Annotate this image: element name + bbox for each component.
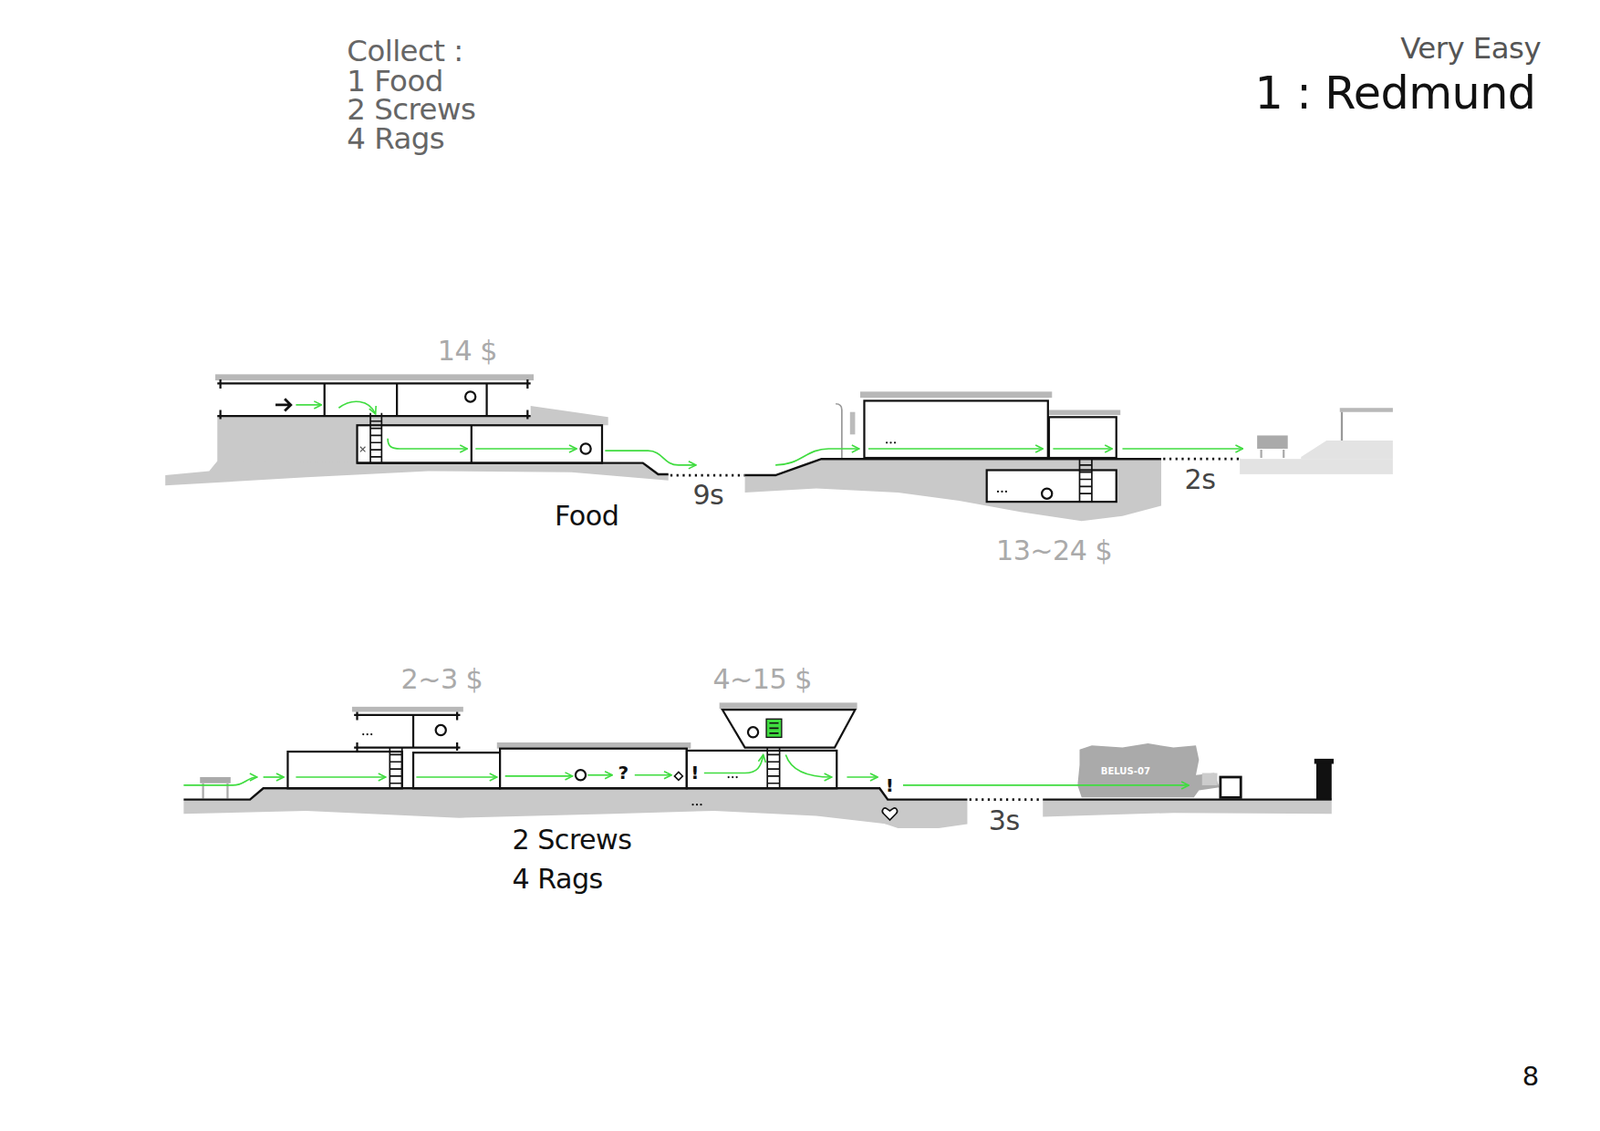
bench <box>199 777 231 799</box>
difficulty: Very Easy <box>1400 32 1541 63</box>
page-number: 8 <box>1522 1062 1540 1090</box>
ladder <box>389 748 780 790</box>
collect-heading: Collect : <box>346 36 463 66</box>
ground <box>165 405 1393 521</box>
ground-line <box>357 458 1162 476</box>
timer: 3s <box>988 806 1020 834</box>
alert-mark: ! <box>690 763 699 782</box>
money-range: 4~15 $ <box>712 664 811 692</box>
gap-line <box>969 798 1044 801</box>
alert-mark: ! <box>885 776 894 795</box>
money-range: 13~24 $ <box>996 536 1112 564</box>
building <box>217 379 1117 502</box>
player-arrow <box>275 398 291 411</box>
gap-line <box>670 458 1240 476</box>
route-arrow <box>183 754 1189 786</box>
building <box>287 709 855 789</box>
ellipsis-dots <box>362 733 738 806</box>
cross-mark <box>360 446 366 453</box>
ladder <box>370 413 1092 502</box>
money-range: 2~3 $ <box>400 664 483 692</box>
terminal-icon <box>766 718 782 738</box>
zone-label: 4 Rags <box>512 864 603 893</box>
bench-sign <box>1257 412 1342 458</box>
collect-item: 2 Screws <box>346 93 476 124</box>
roof-strip <box>215 374 1393 416</box>
roof-strip <box>352 702 858 749</box>
lamp-post <box>835 404 855 458</box>
event-mark: ? <box>618 763 630 782</box>
train <box>1077 743 1219 798</box>
collect-item: 4 Rags <box>346 124 445 154</box>
route-arrow <box>295 401 1243 466</box>
money-range: 14 $ <box>437 335 498 364</box>
timer: 9s <box>692 480 724 509</box>
exit-box <box>1220 758 1334 800</box>
heart-icon <box>882 808 897 821</box>
train-name: BELUS-07 <box>1101 766 1151 776</box>
collect-item: 1 Food <box>346 65 443 95</box>
zone-label: 2 Screws <box>512 825 633 853</box>
zone-label: Food <box>554 501 619 530</box>
level-title: 1 : Redmund <box>1254 70 1536 115</box>
timer: 2s <box>1184 464 1216 492</box>
